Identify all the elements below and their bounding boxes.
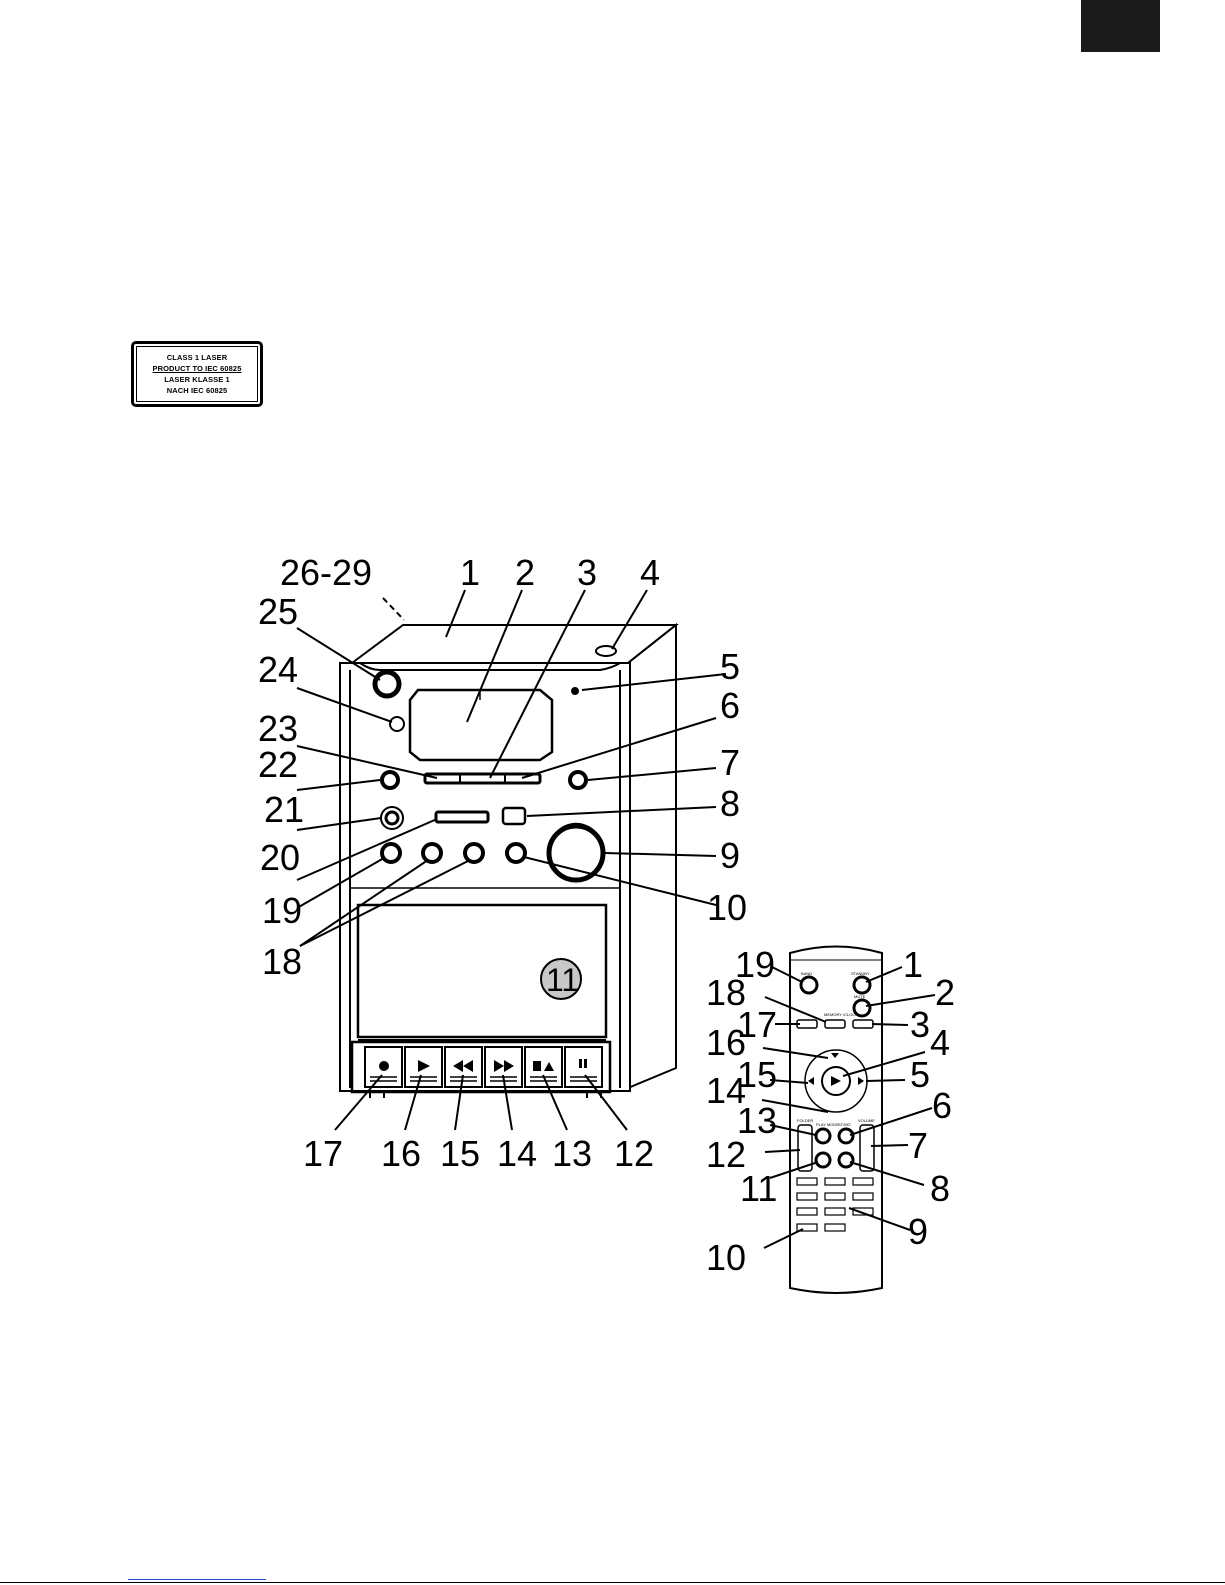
callout-7: 7 xyxy=(720,742,740,783)
main-unit xyxy=(340,625,676,1098)
callout-13: 13 xyxy=(552,1133,592,1174)
callout-12: 12 xyxy=(614,1133,654,1174)
play-mode-text: PLAY MODE xyxy=(816,1122,839,1127)
remote-callout-2: 2 xyxy=(935,972,955,1013)
mute-text: MUTE xyxy=(854,994,866,999)
callout-26-29: 26-29 xyxy=(280,552,372,593)
remote-callout-4: 4 xyxy=(930,1022,950,1063)
remote-callout-1: 1 xyxy=(903,944,923,985)
remote-callout-5: 5 xyxy=(910,1054,930,1095)
callout-20: 20 xyxy=(260,837,300,878)
callout-11: 11 xyxy=(546,962,579,998)
remote-callout-6: 6 xyxy=(932,1085,952,1126)
callout-19: 19 xyxy=(262,890,302,931)
callout-14: 14 xyxy=(497,1133,537,1174)
standby-text: STANDBY xyxy=(851,971,870,976)
footer-rule xyxy=(0,1582,1225,1583)
band-text: BAND xyxy=(801,971,812,976)
callout-22: 22 xyxy=(258,744,298,785)
footer-link-underline[interactable] xyxy=(128,1579,266,1580)
callout-8: 8 xyxy=(720,783,740,824)
callout-16: 16 xyxy=(381,1133,421,1174)
callout-23: 23 xyxy=(258,708,298,749)
remote-callout-3: 3 xyxy=(910,1004,930,1045)
remote-callout-7: 7 xyxy=(908,1125,928,1166)
memory-clock-text: MEMORY /CLOCK xyxy=(824,1012,858,1017)
volume-text: VOLUME xyxy=(858,1118,875,1123)
callout-6: 6 xyxy=(720,685,740,726)
callout-25: 25 xyxy=(258,591,298,632)
remote-callout-9: 9 xyxy=(908,1211,928,1252)
record-icon xyxy=(379,1061,389,1071)
callout-24: 24 xyxy=(258,649,298,690)
callout-1: 1 xyxy=(460,552,480,593)
callout-2: 2 xyxy=(515,552,535,593)
remote-callout-10: 10 xyxy=(706,1237,746,1278)
callout-18: 18 xyxy=(262,941,302,982)
callout-9: 9 xyxy=(720,835,740,876)
callout-15: 15 xyxy=(440,1133,480,1174)
callout-21: 21 xyxy=(264,789,304,830)
remote-callout-11: 11 xyxy=(740,1168,777,1209)
callout-5: 5 xyxy=(720,646,740,687)
stereo-text: ST/MO xyxy=(838,1122,851,1127)
remote-callout-8: 8 xyxy=(930,1168,950,1209)
folder-text: FOLDER xyxy=(797,1118,813,1123)
callout-17: 17 xyxy=(303,1133,343,1174)
callout-10: 10 xyxy=(707,887,747,928)
callout-3: 3 xyxy=(577,552,597,593)
callout-4: 4 xyxy=(640,552,660,593)
